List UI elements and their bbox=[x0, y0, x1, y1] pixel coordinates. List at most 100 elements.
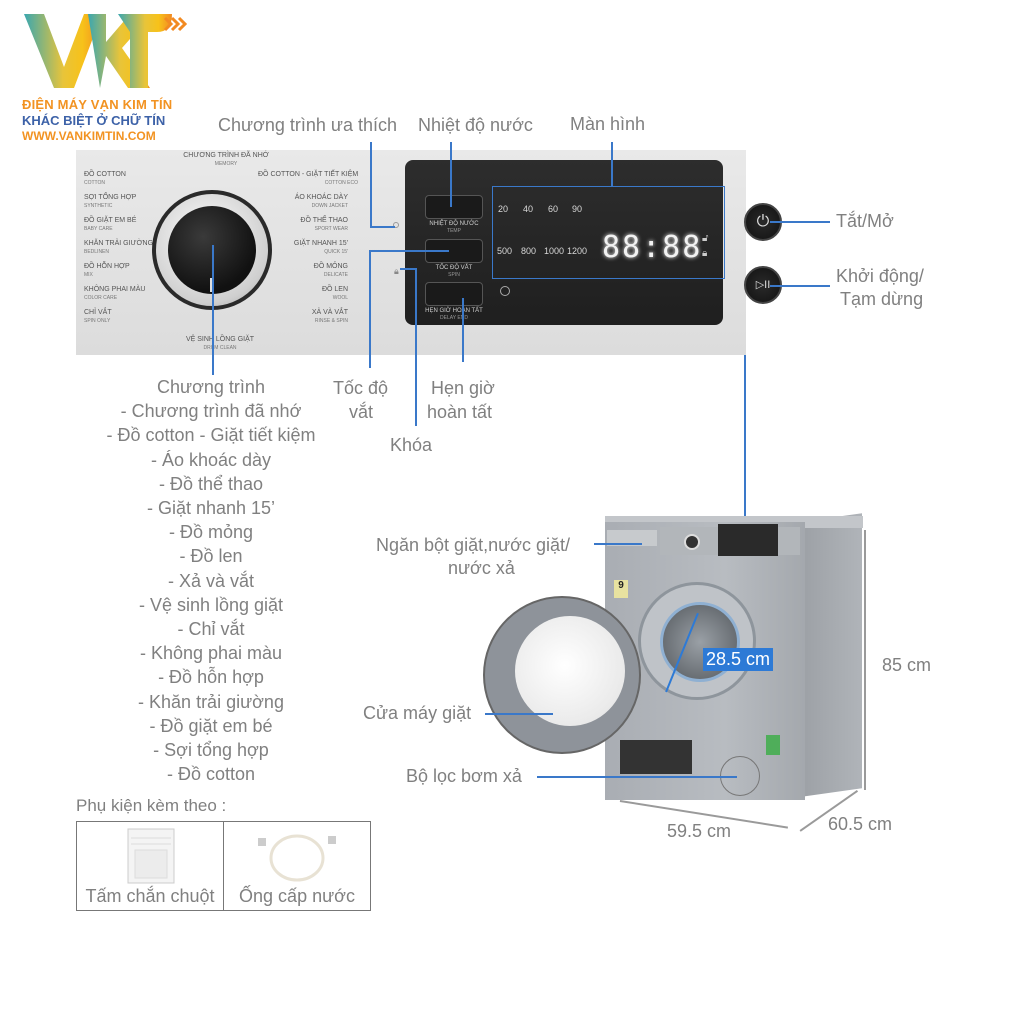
accessories-title: Phụ kiện kèm theo : bbox=[76, 796, 227, 815]
program-item: - Đồ hỗn hợp bbox=[158, 667, 264, 688]
callout-line bbox=[370, 226, 395, 228]
callout-line bbox=[485, 713, 553, 715]
program-item: - Đồ len bbox=[179, 546, 243, 567]
accessory-label: Tấm chắn chuột bbox=[85, 886, 215, 906]
callout-line bbox=[415, 268, 417, 426]
display-screen bbox=[492, 186, 725, 279]
feature-sticker bbox=[620, 740, 692, 774]
accessory-item: Ống cấp nước bbox=[224, 822, 370, 910]
program-item: - Chỉ vắt bbox=[177, 619, 245, 640]
delay-end-button[interactable] bbox=[425, 282, 483, 306]
callout-delay-end-1: Hẹn giờ bbox=[431, 378, 495, 398]
speed-option: 1200 bbox=[567, 246, 588, 256]
callout-pump-filter: Bộ lọc bơm xả bbox=[406, 766, 522, 786]
speed-option: 1000 bbox=[544, 246, 565, 256]
program-item: - Sợi tổng hợp bbox=[153, 740, 269, 761]
height-label: 85 cm bbox=[882, 655, 932, 675]
seven-segment-display: 88:88 bbox=[602, 230, 703, 265]
logo-company-name: ĐIỆN MÁY VẠN KIM TÍN bbox=[22, 97, 173, 112]
temp-option: 60 bbox=[548, 204, 559, 214]
callout-spin-speed-1: Tốc độ bbox=[333, 378, 389, 398]
favorite-indicator-icon bbox=[393, 222, 399, 228]
callout-line bbox=[744, 355, 746, 527]
callout-line bbox=[537, 776, 737, 778]
callout-start-pause-1: Khởi động/ bbox=[836, 266, 924, 286]
callout-line bbox=[400, 268, 416, 270]
program-item: - Đồ cotton bbox=[166, 764, 256, 785]
callout-line bbox=[212, 245, 214, 375]
width-label: 59.5 cm bbox=[667, 821, 732, 841]
callout-line bbox=[369, 250, 371, 368]
lock-icon: 🔒︎ bbox=[702, 248, 708, 259]
vkt-logo-mark-icon bbox=[24, 14, 187, 88]
door-diameter-badge: 28.5 cm bbox=[703, 648, 774, 671]
logo-website: WWW.VANKIMTIN.COM bbox=[22, 129, 156, 143]
program-item: - Giặt nhanh 15’ bbox=[146, 498, 276, 519]
height-dimension-line bbox=[864, 530, 866, 790]
rat-guard-plate-icon bbox=[127, 828, 175, 884]
temp-option: 20 bbox=[498, 204, 509, 214]
temp-option: 40 bbox=[523, 204, 534, 214]
callout-line bbox=[450, 142, 452, 207]
program-item: - Xả và vắt bbox=[167, 570, 255, 591]
power-icon: ⏻ bbox=[756, 213, 770, 230]
program-list: Chương trình - Chương trình đã nhớ - Đồ … bbox=[76, 375, 346, 786]
water-temp-button[interactable] bbox=[425, 195, 483, 219]
callout-line bbox=[370, 142, 372, 227]
dial-label: GIẶT NHANH 15'QUICK 15' bbox=[293, 240, 348, 255]
callout-display: Màn hình bbox=[570, 114, 646, 134]
callout-line bbox=[462, 298, 464, 362]
washer-dial bbox=[684, 534, 700, 550]
speed-option: 500 bbox=[497, 246, 513, 256]
program-item: - Đồ cotton - Giặt tiết kiệm bbox=[106, 425, 316, 446]
callout-favorite-program: Chương trình ưa thích bbox=[218, 115, 397, 135]
callout-delay-end-2: hoàn tất bbox=[427, 402, 493, 422]
callout-spin-speed-2: vắt bbox=[349, 402, 374, 422]
callout-power: Tắt/Mở bbox=[836, 211, 894, 231]
washer-side-panel bbox=[800, 513, 862, 797]
program-item: - Chương trình đã nhớ bbox=[120, 401, 302, 422]
callout-line bbox=[369, 250, 449, 252]
clock-icon bbox=[500, 286, 510, 296]
washer-display bbox=[718, 524, 778, 556]
program-item: - Vệ sinh lồng giặt bbox=[138, 594, 284, 615]
child-lock-icon: 🔒︎ bbox=[394, 266, 399, 276]
program-item: - Khăn trải giường bbox=[138, 691, 284, 712]
energy-badge: 9 bbox=[614, 580, 628, 598]
callout-water-temp: Nhiệt độ nước bbox=[418, 115, 533, 135]
callout-line bbox=[611, 142, 613, 187]
accessory-label: Ống cấp nước bbox=[239, 886, 355, 906]
accessories-table: Tấm chắn chuột Ống cấp nước bbox=[76, 821, 371, 911]
unlock-icon: 🔓︎ bbox=[702, 233, 709, 244]
play-pause-icon: ▷II bbox=[755, 279, 771, 291]
accessory-item: Tấm chắn chuột bbox=[77, 822, 224, 910]
temp-option: 90 bbox=[572, 204, 583, 214]
callout-line bbox=[770, 285, 830, 287]
callout-detergent-2: nước xả bbox=[448, 558, 515, 578]
callout-start-pause-2: Tạm dừng bbox=[840, 289, 924, 309]
callout-door: Cửa máy giặt bbox=[363, 703, 472, 723]
detergent-drawer[interactable] bbox=[607, 530, 657, 546]
energy-label-sticker bbox=[766, 735, 780, 755]
program-item: - Đồ thể thao bbox=[158, 473, 264, 494]
callout-line bbox=[770, 221, 830, 223]
program-item: - Không phai màu bbox=[139, 643, 283, 664]
callout-detergent-1: Ngăn bột giặt,nước giặt/ bbox=[376, 535, 570, 555]
program-item: - Đồ giặt em bé bbox=[149, 715, 273, 736]
